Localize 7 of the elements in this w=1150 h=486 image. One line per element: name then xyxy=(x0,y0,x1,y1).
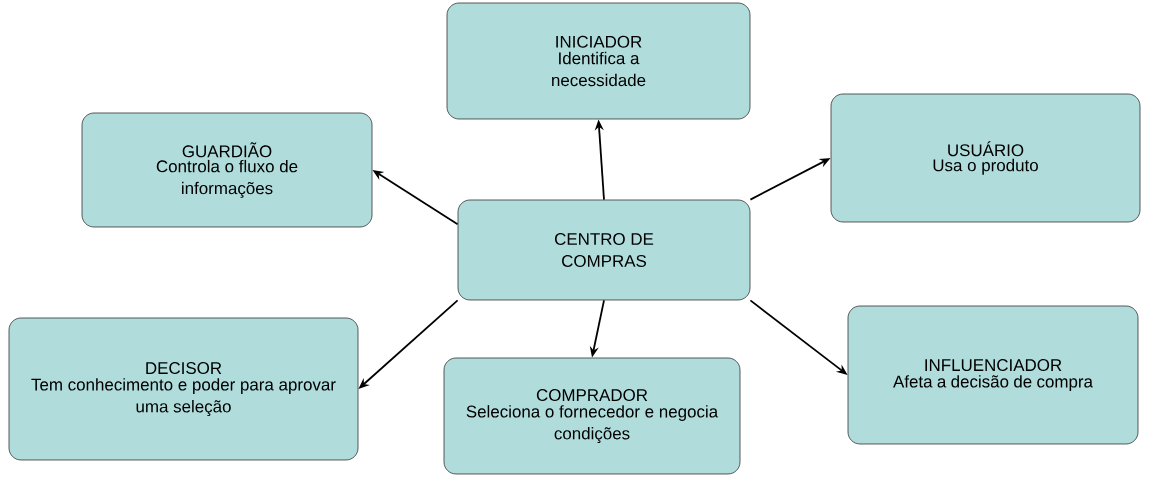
role-box: USUÁRIO Usa o produto xyxy=(830,93,1141,223)
role-box: INICIADOR Identifica a necessidade xyxy=(446,2,751,120)
role-box: CENTRO DE COMPRAS xyxy=(457,199,751,301)
role-box: COMPRADOR Seleciona o fornecedor e negocia condições xyxy=(443,357,741,475)
role-box: DECISOR Tem conhecimento e poder para aprovar uma seleção xyxy=(8,317,359,461)
role-box: GUARDIÃO Controla o fluxo de informações xyxy=(81,112,373,228)
role-box: INFLUENCIADOR Afeta a decisão de compra xyxy=(847,305,1139,445)
